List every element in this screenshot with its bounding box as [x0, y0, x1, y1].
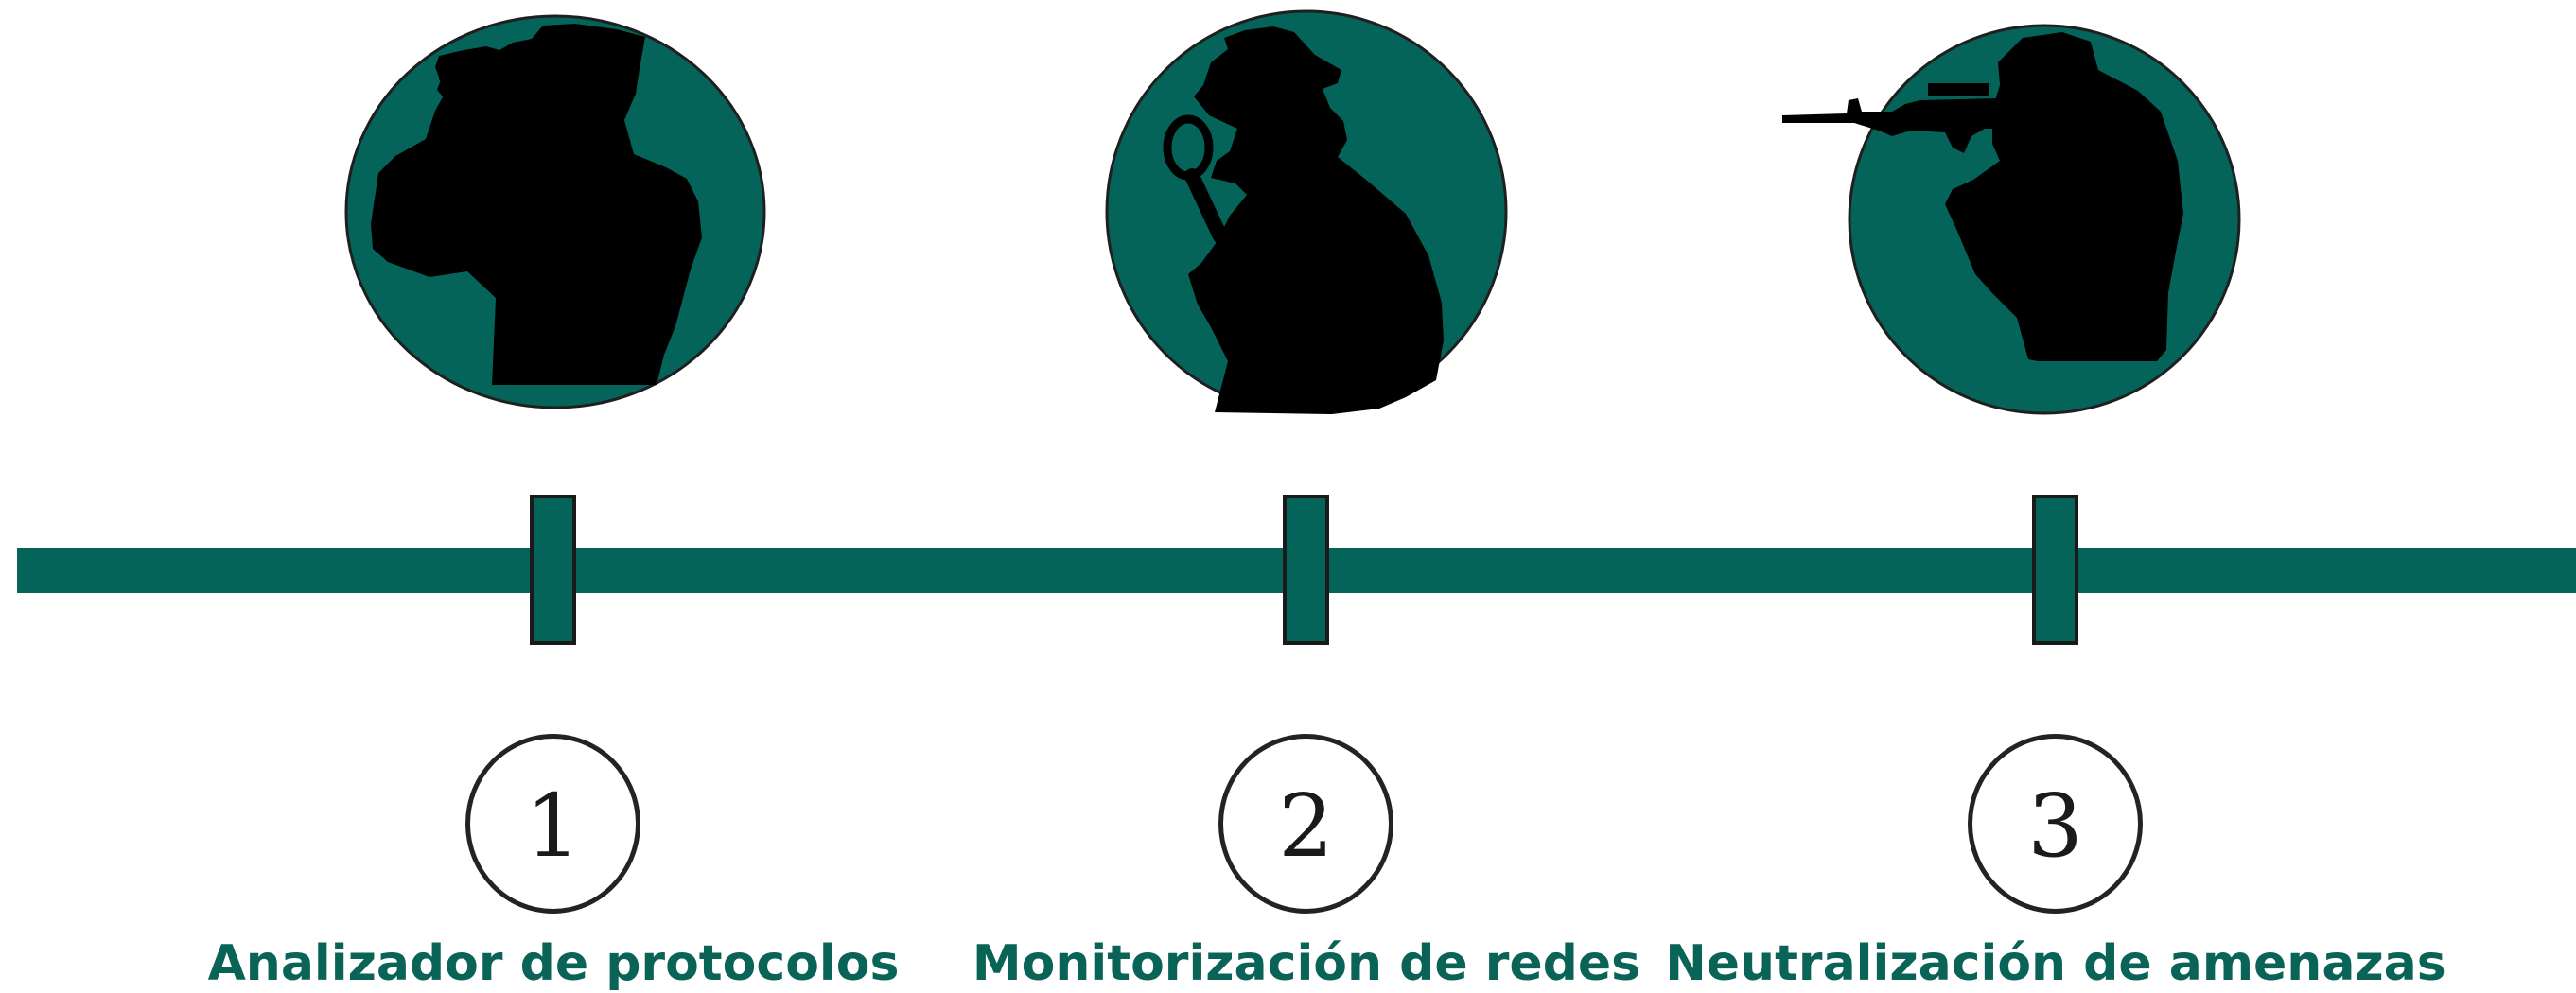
- step-2-number-circle: 2: [1218, 734, 1393, 914]
- step-1-medallion: [344, 14, 766, 409]
- step-2-medallion: [1105, 9, 1508, 414]
- step-3-number-circle: 3: [1968, 734, 2143, 914]
- step-1-number: 1: [525, 775, 581, 877]
- timeline-tick-2: [1283, 495, 1329, 645]
- step-1-number-circle: 1: [465, 734, 640, 914]
- step-2-number: 2: [1278, 775, 1334, 877]
- timeline-tick-1: [530, 495, 576, 645]
- step-1-label: Analizador de protocolos: [207, 935, 900, 992]
- step-3-medallion: [1779, 19, 2241, 416]
- step-3-number: 3: [2027, 775, 2083, 877]
- step-2-label: Monitorización de redes: [972, 935, 1641, 992]
- step-3-label: Neutralización de amenazas: [1665, 935, 2446, 992]
- timeline-tick-3: [2032, 495, 2078, 645]
- binoculars-soldier-icon: [344, 14, 766, 409]
- rifle-soldier-icon: [1782, 24, 2241, 415]
- detective-magnifier-icon: [1105, 9, 1508, 414]
